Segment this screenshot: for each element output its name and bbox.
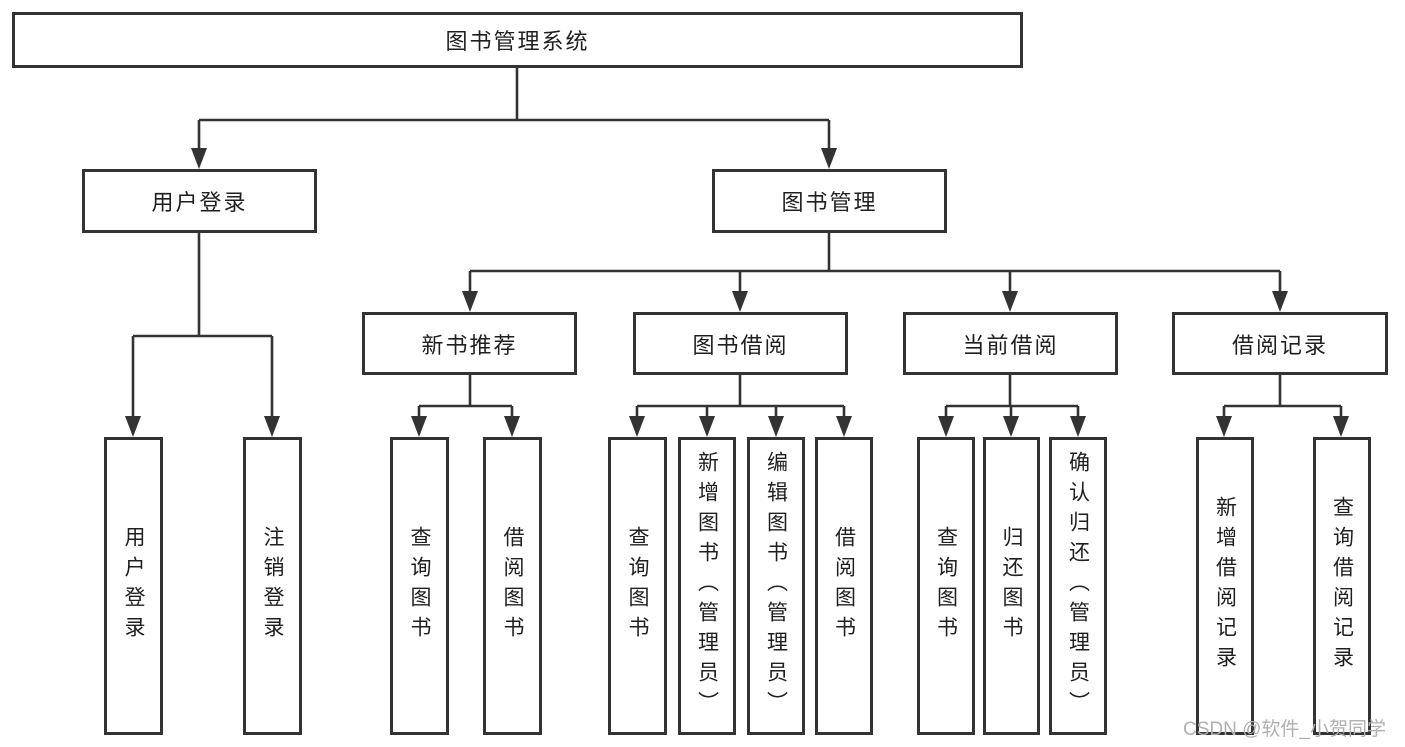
node-book-borrow: 图书借阅	[633, 312, 848, 375]
node-current-borrow: 当前借阅	[903, 312, 1118, 375]
leaf-user-login: 用户登录	[104, 437, 163, 735]
node-label: 图书管理系统	[445, 29, 590, 54]
connector-book-mgmt-to-level3	[462, 233, 1288, 312]
leaf-add-borrow-record: 新增借阅记录	[1196, 437, 1254, 735]
leaf-label: 新增图书（管理员）	[695, 451, 719, 721]
node-label: 新书推荐	[421, 332, 518, 358]
leaf-label: 借阅图书	[501, 526, 524, 646]
node-label: 图书管理	[781, 190, 878, 215]
connector-borrow-record-to-leaves	[1216, 375, 1349, 437]
connector-line	[468, 233, 1282, 293]
connector-user-login-to-leaves	[125, 233, 280, 437]
leaf-add-book-admin: 新增图书（管理员）	[678, 437, 736, 735]
arrowhead	[1002, 291, 1018, 312]
csdn-watermark: CSDN @软件_小贺同学	[1183, 719, 1386, 740]
leaf-query-book-current: 查询图书	[917, 437, 975, 735]
connector-line	[131, 233, 274, 418]
node-label: 用户登录	[151, 190, 248, 215]
node-user-login: 用户登录	[82, 169, 317, 233]
leaf-label: 归还图书	[1000, 526, 1023, 646]
leaf-borrow-book-recommend: 借阅图书	[483, 437, 542, 735]
leaf-label: 查询图书	[408, 526, 431, 646]
leaf-logout-login: 注销登录	[243, 437, 302, 735]
arrowhead	[191, 148, 207, 169]
arrowhead	[1272, 291, 1288, 312]
arrowhead	[1070, 416, 1086, 437]
leaf-label: 查询图书	[626, 526, 649, 646]
node-label: 借阅记录	[1231, 332, 1328, 358]
node-book-management: 图书管理	[712, 169, 947, 233]
arrowhead	[1333, 416, 1349, 437]
arrowhead	[462, 291, 478, 312]
connector-line	[417, 375, 514, 418]
leaf-return-book: 归还图书	[983, 437, 1040, 735]
node-label: 当前借阅	[962, 332, 1059, 358]
leaf-label: 新增借阅记录	[1213, 496, 1237, 676]
leaf-borrow-book: 借阅图书	[815, 437, 873, 735]
node-borrow-record: 借阅记录	[1172, 312, 1388, 375]
arrowhead	[836, 416, 852, 437]
leaf-label: 编辑图书（管理员）	[764, 451, 788, 721]
arrowhead	[938, 416, 954, 437]
connector-line	[1222, 375, 1343, 418]
arrowhead	[1003, 416, 1019, 437]
arrowhead	[264, 416, 280, 437]
arrowhead	[1216, 416, 1232, 437]
arrowhead	[125, 416, 141, 437]
arrowhead	[504, 416, 520, 437]
node-root-system: 图书管理系统	[12, 12, 1023, 68]
connector-current-borrow-to-leaves	[938, 375, 1086, 437]
arrowhead	[768, 416, 784, 437]
connector-line	[197, 68, 831, 150]
leaf-confirm-return-admin: 确认归还（管理员）	[1049, 437, 1107, 735]
leaf-query-borrow-record: 查询借阅记录	[1313, 437, 1371, 735]
connector-book-borrow-to-leaves	[629, 375, 852, 437]
leaf-query-book-recommend: 查询图书	[390, 437, 449, 735]
leaf-label: 确认归还（管理员）	[1066, 451, 1090, 721]
leaf-label: 查询图书	[934, 526, 958, 646]
connector-line	[635, 375, 846, 418]
leaf-query-book-borrow: 查询图书	[608, 437, 667, 735]
leaf-label: 查询借阅记录	[1330, 496, 1354, 676]
connector-new-book-to-leaves	[411, 375, 520, 437]
node-new-book-recommend: 新书推荐	[362, 312, 577, 375]
leaf-edit-book-admin: 编辑图书（管理员）	[747, 437, 805, 735]
arrowhead	[629, 416, 645, 437]
arrowhead	[821, 148, 837, 169]
arrowhead	[411, 416, 427, 437]
arrowhead	[699, 416, 715, 437]
arrowhead	[732, 291, 748, 312]
node-label: 图书借阅	[692, 332, 789, 358]
connector-root-to-level2	[191, 68, 837, 169]
leaf-label: 借阅图书	[832, 526, 856, 646]
leaf-label: 用户登录	[122, 526, 145, 646]
leaf-label: 注销登录	[261, 526, 284, 646]
connector-line	[944, 375, 1080, 418]
